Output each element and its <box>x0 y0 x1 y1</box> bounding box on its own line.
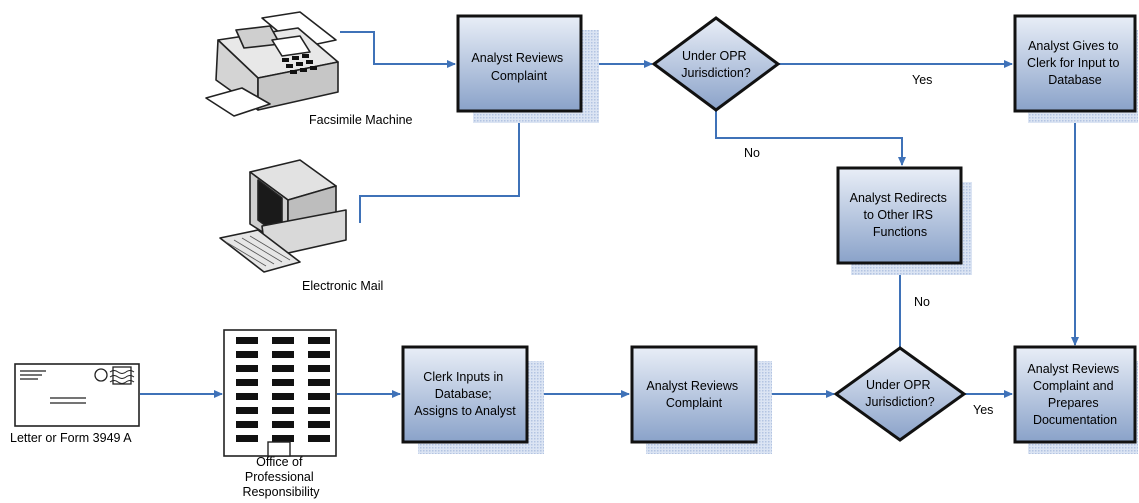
process-box-clerk-inputs: Clerk Inputs in Database; Assigns to Ana… <box>401 345 544 454</box>
fax-machine-icon <box>205 11 339 117</box>
building-window <box>308 407 330 414</box>
arrow-email-to-review <box>359 110 523 223</box>
building-window <box>236 351 258 358</box>
box-shape <box>401 345 529 444</box>
building-window <box>236 421 258 428</box>
building-window <box>236 407 258 414</box>
process-box-review-top: Analyst Reviews Complaint <box>456 14 599 123</box>
box-shape <box>1013 14 1137 113</box>
building-window <box>308 337 330 344</box>
box-shape <box>1013 345 1137 444</box>
decision-diamond-top: Under OPR Jurisdiction? <box>651 16 781 112</box>
decision-label: Under OPR Jurisdiction? <box>865 378 935 409</box>
building-window <box>272 393 294 400</box>
building-window <box>272 407 294 414</box>
computer-icon <box>219 159 347 273</box>
envelope-icon <box>14 363 140 427</box>
building-window <box>308 393 330 400</box>
building-window <box>272 435 294 442</box>
office-label: Office of Professional Responsibility <box>242 455 320 499</box>
building-window <box>272 351 294 358</box>
box-label: Clerk Inputs in Database; Assigns to Ana… <box>414 370 516 418</box>
box-label: Analyst Gives to Clerk for Input to Data… <box>1027 39 1123 87</box>
building-window <box>308 351 330 358</box>
building-window <box>236 379 258 386</box>
diamond-shape <box>651 16 781 112</box>
connectors <box>140 31 1079 398</box>
building-window <box>308 365 330 372</box>
box-label: Analyst Reviews Complaint <box>471 51 566 83</box>
building-window <box>236 365 258 372</box>
process-box-prepares-doc: Analyst Reviews Complaint and Prepares D… <box>1013 345 1138 454</box>
building-window <box>236 435 258 442</box>
box-label: Analyst Reviews Complaint <box>646 379 741 410</box>
building-window <box>308 421 330 428</box>
process-box-review-bottom: Analyst Reviews Complaint <box>630 345 772 454</box>
letter-label: Letter or Form 3949 A <box>10 431 132 445</box>
diamond-shape <box>833 346 967 442</box>
office-building-icon <box>223 329 337 457</box>
building-window <box>236 393 258 400</box>
box-label: Analyst Reviews Complaint and Prepares D… <box>1027 362 1122 427</box>
edge-label-no-bottom: No <box>914 295 930 309</box>
edge-label-yes-top: Yes <box>912 73 932 87</box>
building-window <box>272 379 294 386</box>
process-box-redirect: Analyst Redirects to Other IRS Functions <box>836 166 972 275</box>
arrow-fax-to-review <box>340 31 456 68</box>
building-window <box>236 337 258 344</box>
building-window <box>272 337 294 344</box>
box-shape <box>836 166 963 265</box>
decision-label: Under OPR Jurisdiction? <box>681 49 751 80</box>
edge-label-no-top: No <box>744 146 760 160</box>
box-label: Analyst Redirects to Other IRS Functions <box>850 191 951 239</box>
building-window <box>308 435 330 442</box>
building-window <box>272 365 294 372</box>
process-box-clerk-database: Analyst Gives to Clerk for Input to Data… <box>1013 14 1138 123</box>
fax-machine-label: Facsimile Machine <box>309 113 413 127</box>
arrow-decision-no-to-redirect <box>715 110 906 166</box>
email-label: Electronic Mail <box>302 279 383 293</box>
building-window <box>308 379 330 386</box>
box-shape <box>456 14 583 113</box>
edge-label-yes-bottom: Yes <box>973 403 993 417</box>
box-shape <box>630 345 758 444</box>
decision-diamond-bottom: Under OPR Jurisdiction? <box>833 346 967 442</box>
building-window <box>272 421 294 428</box>
